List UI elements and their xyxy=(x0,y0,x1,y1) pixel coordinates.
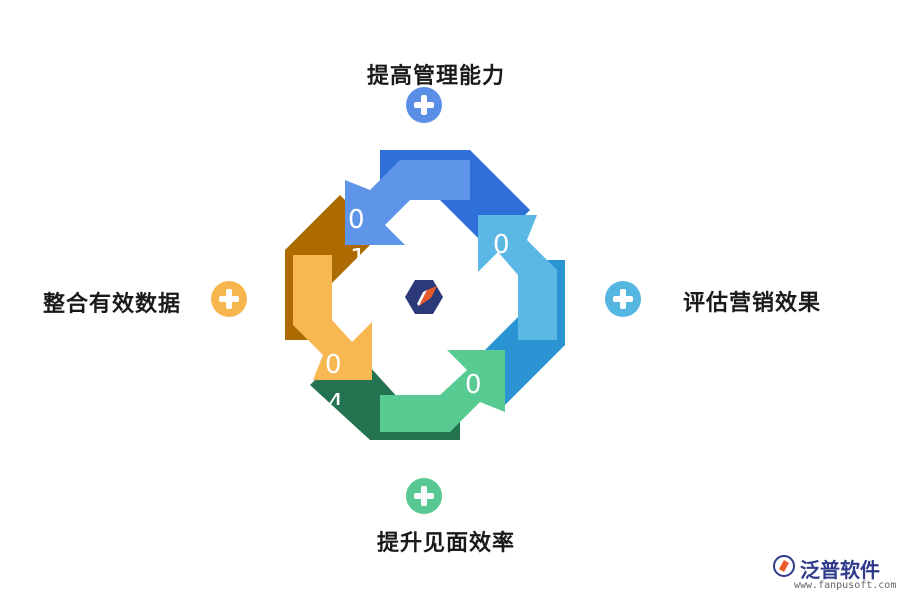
plus-icon-left[interactable] xyxy=(211,281,247,317)
arrow-left xyxy=(293,255,372,380)
number-right-1: 2 xyxy=(495,271,512,281)
brand-url: www.fanpusoft.com xyxy=(794,580,897,591)
center-logo-icon xyxy=(405,280,443,314)
plus-icon-top[interactable] xyxy=(406,87,442,123)
arrow-bottom xyxy=(380,350,505,432)
label-left: 整合有效数据 xyxy=(43,292,182,317)
number-top-1: 1 xyxy=(350,246,367,260)
label-bottom: 提升见面效率 xyxy=(377,531,516,556)
arrow-right xyxy=(478,215,557,340)
plus-icon-bottom[interactable] xyxy=(406,478,442,514)
number-bottom-1: 3 xyxy=(467,412,484,436)
plus-icon-right[interactable] xyxy=(605,281,641,317)
label-top: 提高管理能力 xyxy=(367,64,506,89)
brand-logo-icon xyxy=(773,555,795,577)
number-right-0: 0 xyxy=(493,230,510,260)
number-left-0: 0 xyxy=(325,350,342,380)
label-right: 评估营销效果 xyxy=(683,291,822,316)
brand-watermark: 泛普软件 www.fanpusoft.com xyxy=(772,552,896,596)
number-top-0: 0 xyxy=(348,205,365,235)
brand-name: 泛普软件 xyxy=(800,558,880,582)
arrow-top xyxy=(345,160,470,245)
number-left-1: 4 xyxy=(327,391,344,405)
number-bottom-0: 0 xyxy=(465,370,482,400)
